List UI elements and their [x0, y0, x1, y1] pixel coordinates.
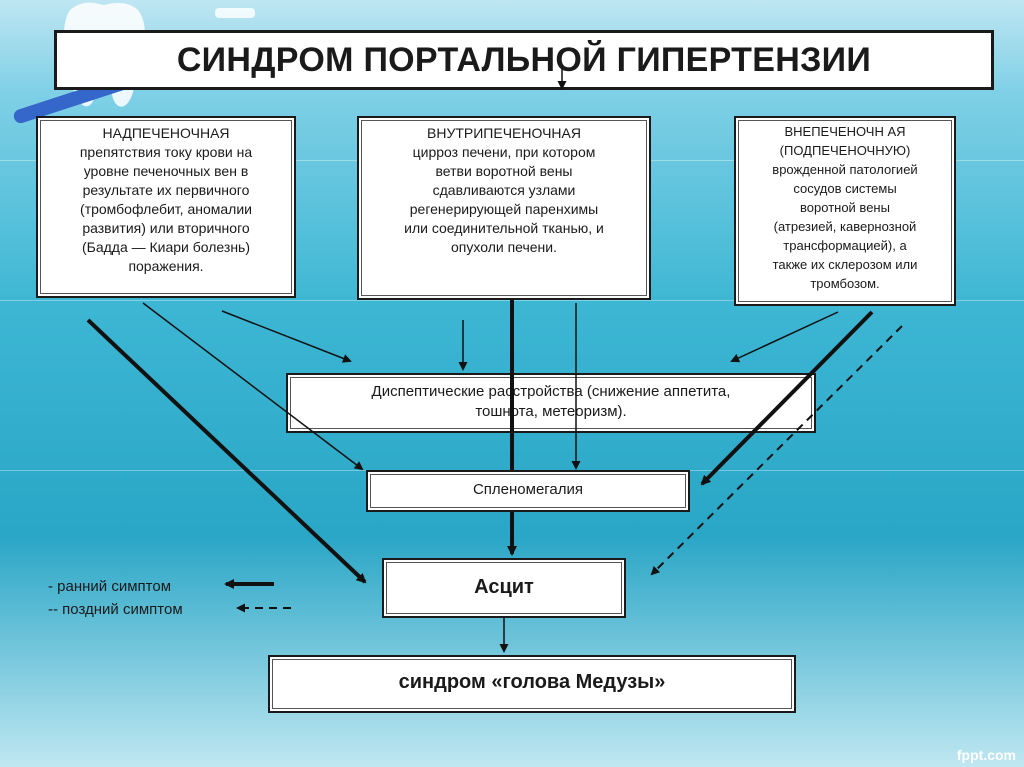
arrow-right-dashed-to-ascites — [650, 325, 903, 576]
legend-early-label: - ранний симптом — [48, 578, 172, 595]
text-intrahepatic: цирроз печени, при котором ветви воротно… — [365, 143, 643, 257]
medusa-label: синдром «голова Медузы» — [398, 671, 666, 693]
text-line: Диспептические расстройства (снижение ап… — [371, 383, 731, 400]
legend-early: - ранний симптом — [48, 578, 171, 595]
logo-text: fppt.com — [956, 747, 1016, 763]
node-ascites: Асцит — [382, 558, 626, 618]
text-line: врожденной патологией — [772, 162, 918, 177]
text-line: сосудов системы — [793, 181, 897, 196]
text-line: ветви воротной вены — [435, 163, 573, 179]
text-line: регенерирующей паренхимы — [409, 201, 599, 217]
arrow-left-thick-to-ascites — [86, 318, 367, 584]
fppt-logo: fppt.com — [957, 747, 1016, 763]
box-suprahepatic: НАДПЕЧЕНОЧНАЯ препятствия току крови на … — [36, 116, 296, 298]
ascites-label: Асцит — [474, 576, 534, 598]
legend-late: -- поздний симптом — [48, 601, 183, 618]
node-dyspepsia: Диспептические расстройства (снижение ап… — [286, 373, 816, 433]
text-line: или соединительной тканью, и — [404, 220, 604, 236]
arrow-left-to-splenomegaly — [142, 302, 364, 471]
text-line: результате их первичного — [82, 182, 250, 198]
splenomegaly-label: Спленомегалия — [472, 481, 584, 498]
title-box: СИНДРОМ ПОРТАЛЬНОЙ ГИПЕРТЕНЗИИ — [54, 30, 994, 90]
text-line: опухоли печени. — [451, 239, 557, 255]
text-line: цирроз печени, при котором — [412, 144, 596, 160]
text-line: поражения. — [128, 258, 204, 274]
heading-intrahepatic: ВНУТРИПЕЧЕНОЧНАЯ — [427, 125, 581, 141]
text-line: (атрезией, кавернозной — [773, 219, 917, 234]
heading-suprahepatic: НАДПЕЧЕНОЧНАЯ — [102, 125, 230, 141]
text-extrahepatic: (ПОДПЕЧЕНОЧНУЮ) врожденной патологией со… — [740, 141, 950, 293]
text-line: воротной вены — [800, 200, 890, 215]
node-medusa-head: синдром «голова Медузы» — [268, 655, 796, 713]
text-line: (Бадда — Киари болезнь) — [81, 239, 251, 255]
text-line: сдавливаются узлами — [432, 182, 576, 198]
text-line: препятствия току крови на — [79, 144, 253, 160]
box-intrahepatic: ВНУТРИПЕЧЕНОЧНАЯ цирроз печени, при кото… — [357, 116, 651, 300]
arrow-left-to-dyspepsia — [221, 310, 352, 363]
text-line: развития) или вторичного — [82, 220, 250, 236]
arrow-right-thick-to-splenomegaly — [700, 310, 874, 486]
text-line: (ПОДПЕЧЕНОЧНУЮ) — [779, 143, 911, 158]
text-suprahepatic: препятствия току крови на уровне печеноч… — [44, 143, 288, 276]
arrow-right-to-dyspepsia — [730, 311, 839, 363]
text-line: уровне печеночных вен в — [83, 163, 249, 179]
heading-extrahepatic: ВНЕПЕЧЕНОЧН АЯ — [784, 124, 906, 139]
diagram-title: СИНДРОМ ПОРТАЛЬНОЙ ГИПЕРТЕНЗИИ — [176, 40, 872, 79]
text-line: (тромбофлебит, аномалии — [80, 201, 252, 217]
text-line: также их склерозом или — [772, 257, 918, 272]
legend-late-label: -- поздний симптом — [48, 601, 183, 618]
box-extrahepatic: ВНЕПЕЧЕНОЧН АЯ (ПОДПЕЧЕНОЧНУЮ) врожденно… — [734, 116, 956, 306]
text-line: трансформацией), а — [783, 238, 907, 253]
node-splenomegaly: Спленомегалия — [366, 470, 690, 512]
text-line: тромбозом. — [810, 276, 880, 291]
